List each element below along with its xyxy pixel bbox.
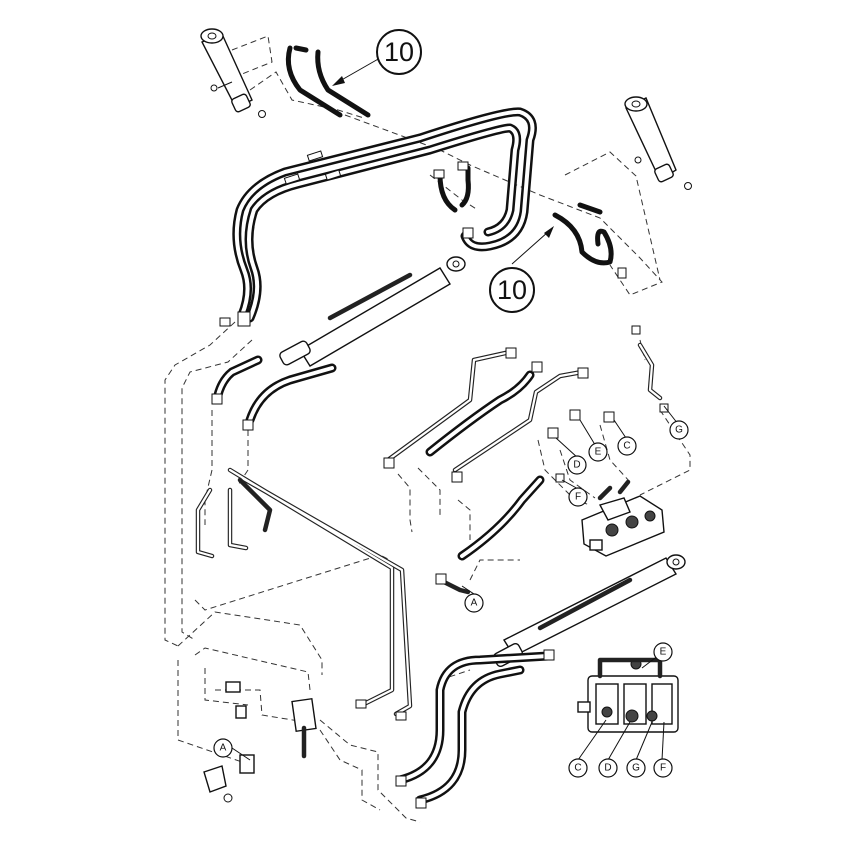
svg-text:C: C: [574, 763, 581, 774]
bucket-steel-lines: [195, 467, 413, 717]
callout-f-upper: F: [568, 487, 588, 507]
svg-text:G: G: [675, 425, 683, 436]
svg-text:10: 10: [497, 275, 527, 305]
callout-10-top: 10: [376, 29, 422, 75]
callout-10-right: 10: [489, 267, 535, 313]
tilt-cylinder-upper: [279, 256, 466, 367]
right-lift-cylinder: [624, 96, 692, 190]
callout-g-lower: G: [626, 758, 646, 778]
left-middle-hose: [211, 355, 337, 431]
callout-c-upper: C: [617, 436, 637, 456]
svg-text:D: D: [573, 460, 580, 471]
svg-text:A: A: [220, 743, 227, 754]
control-valve-lower: [577, 657, 679, 733]
svg-text:F: F: [660, 763, 666, 774]
left-lift-cylinder: [200, 28, 266, 118]
center-fittings: [383, 325, 669, 585]
callout-g-upper: G: [669, 420, 689, 440]
svg-text:10: 10: [384, 37, 414, 67]
lower-hoses: [395, 649, 555, 809]
callout-c-lower: C: [568, 758, 588, 778]
svg-text:F: F: [575, 492, 581, 503]
lower-left-fittings: [203, 681, 407, 803]
callout-d-lower: D: [598, 758, 618, 778]
callout-f-lower: F: [653, 758, 673, 778]
dashed-routing-lines: [164, 35, 691, 823]
callout-a-center: A: [464, 593, 484, 613]
upper-lift-hoses: [232, 45, 614, 323]
callout-e-upper: E: [588, 442, 608, 462]
callout-e-lower: E: [653, 642, 673, 662]
callout-a-bottom: A: [213, 738, 233, 758]
svg-text:G: G: [632, 763, 640, 774]
svg-text:A: A: [471, 598, 478, 609]
svg-text:E: E: [660, 647, 667, 658]
svg-text:D: D: [604, 763, 611, 774]
callout-d-upper: D: [567, 455, 587, 475]
svg-text:E: E: [595, 447, 602, 458]
control-valve-upper: [581, 479, 665, 557]
center-steel-lines: [385, 342, 663, 595]
svg-text:C: C: [623, 441, 630, 452]
upper-fittings: [219, 150, 627, 327]
